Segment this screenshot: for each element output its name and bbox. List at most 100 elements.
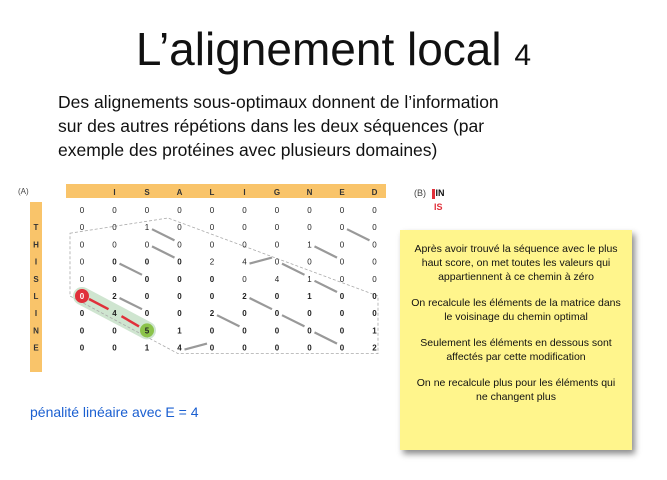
- matrix-cell: 0: [340, 240, 345, 249]
- score-arrow: [184, 342, 208, 351]
- matrix-cell: 0: [80, 258, 85, 267]
- matrix-cell: 0: [112, 344, 117, 353]
- matrix-cell: 0: [210, 240, 215, 249]
- column-header: I: [113, 188, 115, 197]
- matrix-cell: 0: [242, 344, 247, 353]
- matrix-cell: 0: [210, 206, 215, 215]
- neighbourhood-outline: [69, 217, 379, 354]
- column-header: D: [372, 188, 378, 197]
- matrix-cell: 0: [340, 275, 345, 284]
- note-paragraph: On recalcule les éléments de la matrice …: [411, 297, 621, 323]
- path-start-marker: [75, 289, 89, 303]
- matrix-cell: 0: [307, 309, 312, 318]
- matrix-cell: 0: [112, 206, 117, 215]
- matrix-cell: 4: [112, 309, 117, 318]
- intro-line: exemple des protéines avec plusieurs dom…: [58, 140, 438, 160]
- bottom-sequence: IS: [434, 202, 443, 212]
- matrix-cell: 0: [145, 240, 150, 249]
- score-arrow: [119, 297, 143, 311]
- matrix-cell: 1: [307, 240, 312, 249]
- matrix-cell: 0: [145, 309, 150, 318]
- matrix-cell: 2: [210, 309, 215, 318]
- matrix-cell: 0: [80, 206, 85, 215]
- row-header: S: [33, 275, 39, 284]
- matrix-cell: 0: [210, 275, 215, 284]
- intro-text: Des alignements sous-optimaux donnent de…: [58, 90, 638, 162]
- matrix-cell: 0: [340, 309, 345, 318]
- matrix-cell: 0: [372, 206, 377, 215]
- matrix-cell: 0: [372, 223, 377, 232]
- matrix-cell: 0: [112, 275, 117, 284]
- matrix-cell: 0: [372, 258, 377, 267]
- panel-b-label: (B): [414, 188, 426, 198]
- matrix-cell: 0: [80, 344, 85, 353]
- column-header: G: [274, 188, 280, 197]
- matrix-cell: 0: [275, 326, 280, 335]
- matrix-cell: 5: [145, 326, 150, 335]
- matrix-cell: 0: [340, 206, 345, 215]
- sticky-note: Après avoir trouvé la séquence avec le p…: [400, 230, 632, 450]
- row-header: H: [33, 240, 39, 249]
- match-bar-icon: [431, 188, 435, 199]
- score-arrow: [314, 331, 338, 345]
- column-header: A: [177, 188, 183, 197]
- alignment-figure: (B) IN IS: [414, 186, 445, 214]
- matrix-cell: 0: [80, 223, 85, 232]
- matrix-cell: 0: [210, 223, 215, 232]
- matrix-cell: 0: [372, 309, 377, 318]
- matrix-cell: 0: [340, 326, 345, 335]
- matrix-cell: 0: [210, 292, 215, 301]
- intro-line: Des alignements sous-optimaux donnent de…: [58, 92, 499, 112]
- matrix-cell: 0: [307, 223, 312, 232]
- score-arrow: [281, 314, 305, 328]
- matrix-cell: 0: [242, 240, 247, 249]
- score-arrow: [151, 228, 175, 242]
- matrix-cell: 0: [340, 344, 345, 353]
- path-end-marker: [140, 323, 154, 338]
- matrix-cell: 0: [275, 344, 280, 353]
- column-header: S: [144, 188, 150, 197]
- matrix-cell: 1: [145, 223, 150, 232]
- matrix-cell: 0: [307, 344, 312, 353]
- matrix-cell: 0: [80, 240, 85, 249]
- matrix-cell: 0: [112, 240, 117, 249]
- matrix-cell: 2: [210, 258, 215, 267]
- note-paragraph: On ne recalcule plus pour les éléments q…: [416, 377, 616, 403]
- matrix-cell: 0: [177, 292, 182, 301]
- matrix-cell: 0: [177, 258, 182, 267]
- matrix-cell: 0: [177, 275, 182, 284]
- matrix-cell: 0: [275, 258, 280, 267]
- matrix-cell: 0: [307, 258, 312, 267]
- matrix-cell: 0: [177, 223, 182, 232]
- matrix-cell: 0: [340, 223, 345, 232]
- matrix-cell: 0: [340, 292, 345, 301]
- score-arrow: [119, 262, 143, 276]
- matrix-cell: 0: [275, 206, 280, 215]
- matrix-cell: 0: [177, 309, 182, 318]
- slide-title: L’alignement local 4: [0, 22, 667, 83]
- matrix-cell: 0: [242, 206, 247, 215]
- matrix-cell: 1: [145, 344, 150, 353]
- matrix-cell: 0: [177, 206, 182, 215]
- score-arrow: [314, 245, 338, 259]
- top-sequence: IN: [435, 188, 445, 198]
- matrix-cell: 0: [177, 240, 182, 249]
- matrix-cell: 2: [372, 344, 377, 353]
- matrix-cell: 4: [177, 344, 182, 353]
- matrix-cell: 0: [145, 275, 150, 284]
- panel-a-label: (A): [18, 187, 29, 196]
- matrix-cell: 0: [80, 292, 85, 301]
- matrix-cell: 0: [112, 258, 117, 267]
- matrix-cell: 0: [307, 206, 312, 215]
- matrix-cell: 0: [242, 223, 247, 232]
- matrix-cell: 0: [210, 344, 215, 353]
- note-paragraph: Après avoir trouvé la séquence avec le p…: [414, 243, 618, 283]
- matrix-cell: 0: [145, 258, 150, 267]
- matrix-cell: 0: [275, 240, 280, 249]
- column-header: L: [210, 188, 215, 197]
- score-arrow: [216, 314, 240, 328]
- matrix-cell: 2: [242, 292, 247, 301]
- column-header-band: [66, 184, 386, 198]
- matrix-cell: 1: [177, 326, 182, 335]
